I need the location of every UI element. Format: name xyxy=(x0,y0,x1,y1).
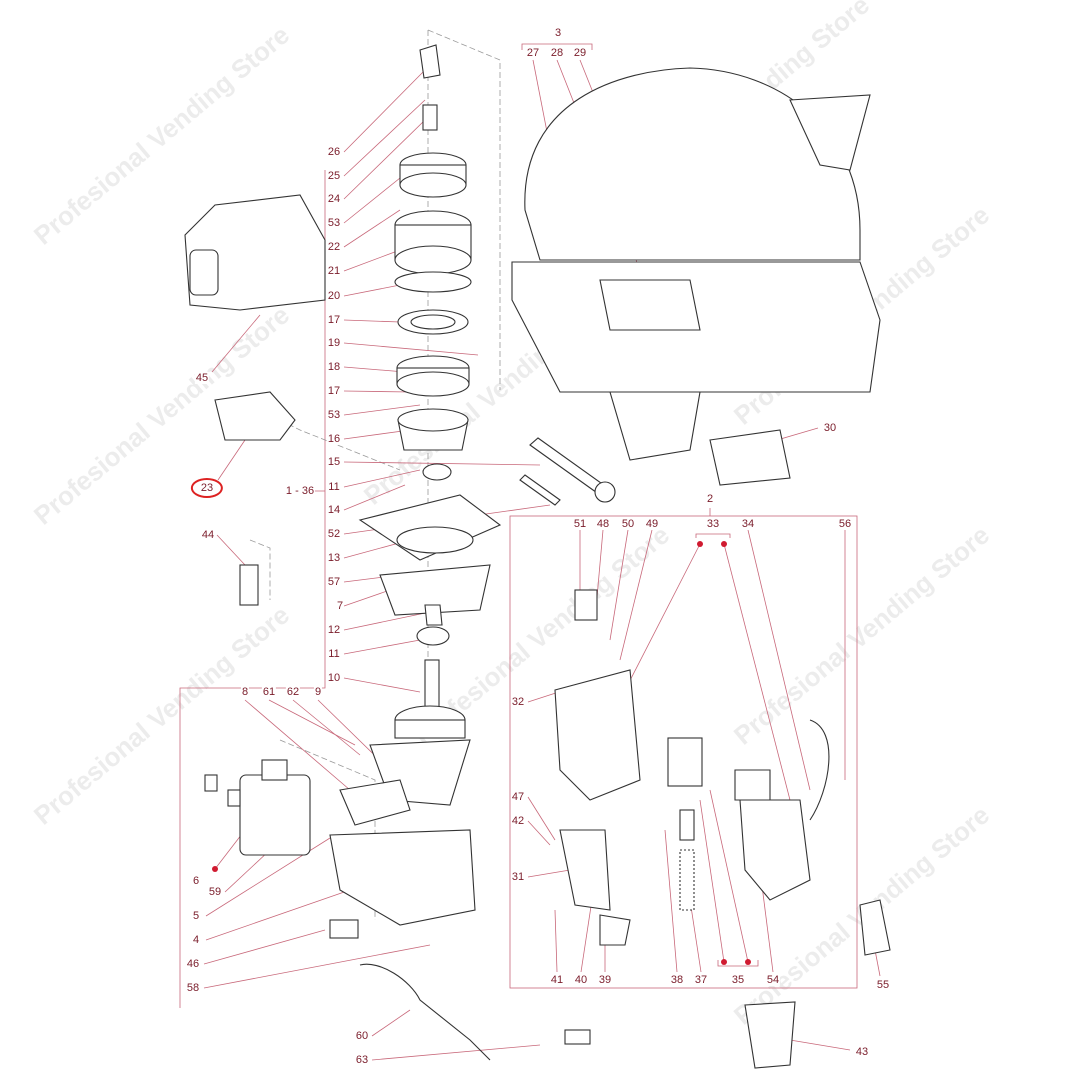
markers xyxy=(212,541,751,965)
motor-23 xyxy=(214,391,296,441)
label-54: 54 xyxy=(765,974,781,986)
cup-43 xyxy=(744,1001,796,1069)
label-43: 43 xyxy=(854,1046,870,1058)
label-2: 2 xyxy=(705,493,715,505)
label-26: 26 xyxy=(326,146,342,158)
parts xyxy=(184,44,891,1069)
label-6: 6 xyxy=(191,875,201,887)
label-31: 31 xyxy=(510,871,526,883)
label-7: 7 xyxy=(335,600,345,612)
label-63: 63 xyxy=(354,1054,370,1066)
label-57: 57 xyxy=(326,576,342,588)
label-16: 16 xyxy=(326,433,342,445)
label-17: 17 xyxy=(326,385,342,397)
label-15: 15 xyxy=(326,456,342,468)
label-61: 61 xyxy=(261,686,277,698)
label-62: 62 xyxy=(285,686,301,698)
label-29: 29 xyxy=(572,47,588,59)
label-28: 28 xyxy=(549,47,565,59)
hopper-shutter xyxy=(709,429,791,486)
switch-46 xyxy=(329,919,359,939)
label-50: 50 xyxy=(620,518,636,530)
label-32: 32 xyxy=(510,696,526,708)
label-11: 11 xyxy=(327,648,341,660)
label-21: 21 xyxy=(326,265,342,277)
label-47: 47 xyxy=(510,791,526,803)
label-42: 42 xyxy=(510,815,526,827)
hopper xyxy=(511,67,881,461)
label-11: 11 xyxy=(327,481,341,493)
label-19: 19 xyxy=(326,337,342,349)
label-44: 44 xyxy=(200,529,216,541)
label-3: 3 xyxy=(553,27,563,39)
label-18: 18 xyxy=(326,361,342,373)
label-58: 58 xyxy=(185,982,201,994)
label-48: 48 xyxy=(595,518,611,530)
gearbox-4 xyxy=(329,829,476,926)
label-41: 41 xyxy=(549,974,565,986)
label-45: 45 xyxy=(194,372,210,384)
grinder-cover-45 xyxy=(184,194,326,311)
label-60: 60 xyxy=(354,1030,370,1042)
label-38: 38 xyxy=(669,974,685,986)
label-27: 27 xyxy=(525,47,541,59)
label-13: 13 xyxy=(326,552,342,564)
label-53: 53 xyxy=(326,217,342,229)
label-51: 51 xyxy=(572,518,588,530)
label-55: 55 xyxy=(875,979,891,991)
label-25: 25 xyxy=(326,170,342,182)
label-4: 4 xyxy=(191,934,201,946)
label-9: 9 xyxy=(313,686,323,698)
label-12: 12 xyxy=(326,624,342,636)
label-39: 39 xyxy=(597,974,613,986)
grinder-stack xyxy=(358,44,616,806)
label-33: 33 xyxy=(705,518,721,530)
group-frames xyxy=(179,43,858,1008)
label-37: 37 xyxy=(693,974,709,986)
doser-frame xyxy=(509,515,858,989)
label-23-highlighted[interactable]: 23 xyxy=(190,478,224,498)
label-53: 53 xyxy=(326,409,342,421)
grinder-bracket xyxy=(179,170,326,1008)
label-52: 52 xyxy=(326,528,342,540)
label-10: 10 xyxy=(326,672,342,684)
label-17: 17 xyxy=(326,314,342,326)
label-34: 34 xyxy=(740,518,756,530)
label-30: 30 xyxy=(822,422,838,434)
label-8: 8 xyxy=(240,686,250,698)
label-24: 24 xyxy=(326,193,342,205)
label-56: 56 xyxy=(837,518,853,530)
spacer-44 xyxy=(239,564,259,606)
label-40: 40 xyxy=(573,974,589,986)
label-20: 20 xyxy=(326,290,342,302)
label-14: 14 xyxy=(326,504,342,516)
cable-60 xyxy=(359,963,491,1061)
label-22: 22 xyxy=(326,241,342,253)
part-55 xyxy=(859,899,891,956)
motor-5 xyxy=(204,759,311,856)
plate-62 xyxy=(339,779,411,826)
label-35: 35 xyxy=(730,974,746,986)
connector-63 xyxy=(564,1029,591,1045)
doser-assembly xyxy=(554,589,830,946)
label-5: 5 xyxy=(191,910,201,922)
label-46: 46 xyxy=(185,958,201,970)
label-1-36: 1 - 36 xyxy=(284,485,316,497)
label-49: 49 xyxy=(644,518,660,530)
label-59: 59 xyxy=(207,886,223,898)
